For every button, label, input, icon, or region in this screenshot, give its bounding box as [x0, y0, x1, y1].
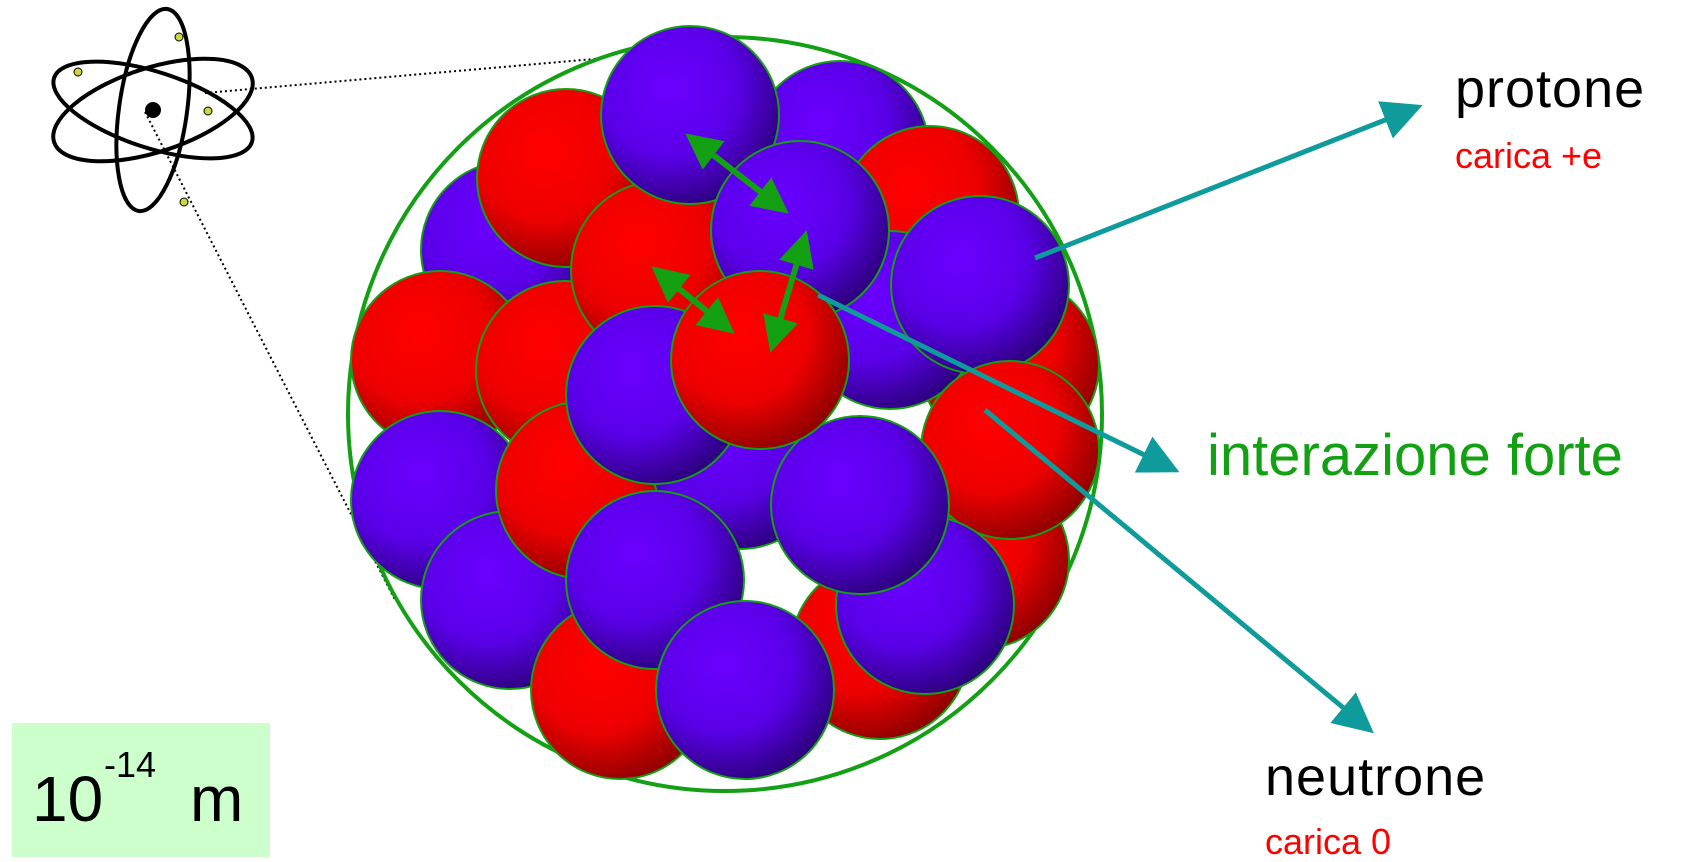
neutron-charge-label: carica 0 — [1265, 821, 1392, 862]
scale-exponent: -14 — [104, 744, 157, 785]
strong-interaction-label: interazione forte — [1207, 423, 1623, 488]
neutron-sphere — [890, 195, 1070, 375]
strong-interaction-pointer — [816, 292, 1180, 473]
scale-unit: m — [190, 763, 244, 835]
scale-base: 10 — [32, 763, 104, 835]
proton-label: protone — [1455, 59, 1646, 119]
pointer-arrows — [816, 101, 1423, 734]
proton-pointer — [1034, 101, 1423, 261]
strong-interaction-arrows — [651, 133, 814, 353]
scale-box: 10 -14 m — [12, 723, 270, 857]
neutron-sphere — [770, 415, 950, 595]
neutron-pointer — [983, 408, 1374, 734]
proton-charge-label: carica +e — [1455, 135, 1603, 176]
neutron-sphere — [655, 600, 835, 780]
nucleons — [350, 25, 1100, 780]
neutron-label: neutrone — [1265, 747, 1487, 807]
atom-icon — [51, 6, 255, 214]
